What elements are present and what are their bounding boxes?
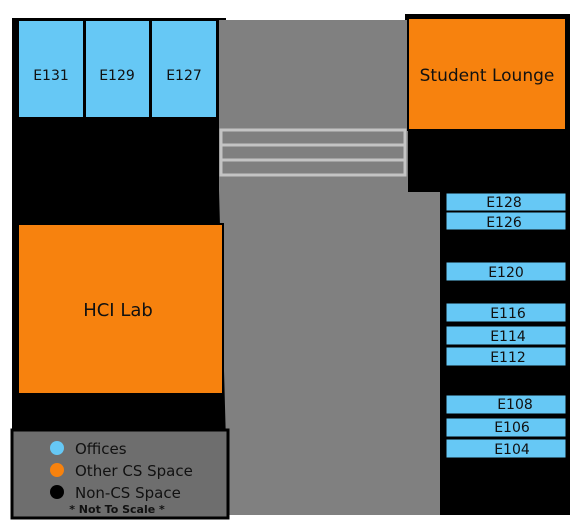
office-e128-label: E128: [486, 195, 522, 211]
office-e112[interactable]: E112: [445, 346, 567, 367]
student-lounge-label: Student Lounge: [420, 66, 555, 86]
office-e116-label: E116: [490, 306, 526, 322]
legend-label-offices: Offices: [75, 440, 127, 458]
legend-swatch-offices: [50, 441, 64, 455]
office-e127[interactable]: E127: [150, 19, 218, 119]
hallway: [219, 20, 440, 515]
office-e104-label: E104: [494, 442, 530, 458]
legend: Offices Other CS Space Non-CS Space * No…: [10, 428, 230, 520]
office-e108-label: E108: [497, 397, 533, 413]
office-e116[interactable]: E116: [445, 302, 567, 323]
office-e126[interactable]: E126: [445, 211, 567, 231]
office-e106[interactable]: E106: [445, 417, 567, 438]
legend-swatch-other-cs: [50, 463, 64, 477]
office-e106-label: E106: [494, 420, 530, 436]
legend-box: [10, 428, 230, 520]
legend-label-other-cs: Other CS Space: [75, 462, 193, 480]
office-e129-label: E129: [99, 68, 135, 84]
office-e120-label: E120: [488, 265, 524, 281]
office-e131-label: E131: [33, 68, 69, 84]
office-e126-label: E126: [486, 215, 522, 231]
legend-note: * Not To Scale *: [69, 503, 165, 516]
office-e112-label: E112: [490, 350, 526, 366]
office-e114[interactable]: E114: [445, 325, 567, 346]
office-e120[interactable]: E120: [445, 261, 567, 282]
office-e128[interactable]: E128: [445, 192, 567, 212]
office-e127-label: E127: [166, 68, 202, 84]
hci-lab-label: HCI Lab: [83, 300, 153, 321]
office-e129[interactable]: E129: [84, 19, 151, 119]
office-e104[interactable]: E104: [445, 438, 567, 459]
hci-lab[interactable]: HCI Lab: [17, 223, 224, 395]
office-e108[interactable]: E108: [445, 394, 567, 415]
legend-label-non-cs: Non-CS Space: [75, 484, 181, 502]
student-lounge[interactable]: Student Lounge: [407, 17, 567, 131]
office-e131[interactable]: E131: [17, 19, 85, 119]
legend-swatch-non-cs: [50, 485, 64, 499]
office-e114-label: E114: [490, 329, 526, 345]
stairs: [219, 128, 407, 177]
